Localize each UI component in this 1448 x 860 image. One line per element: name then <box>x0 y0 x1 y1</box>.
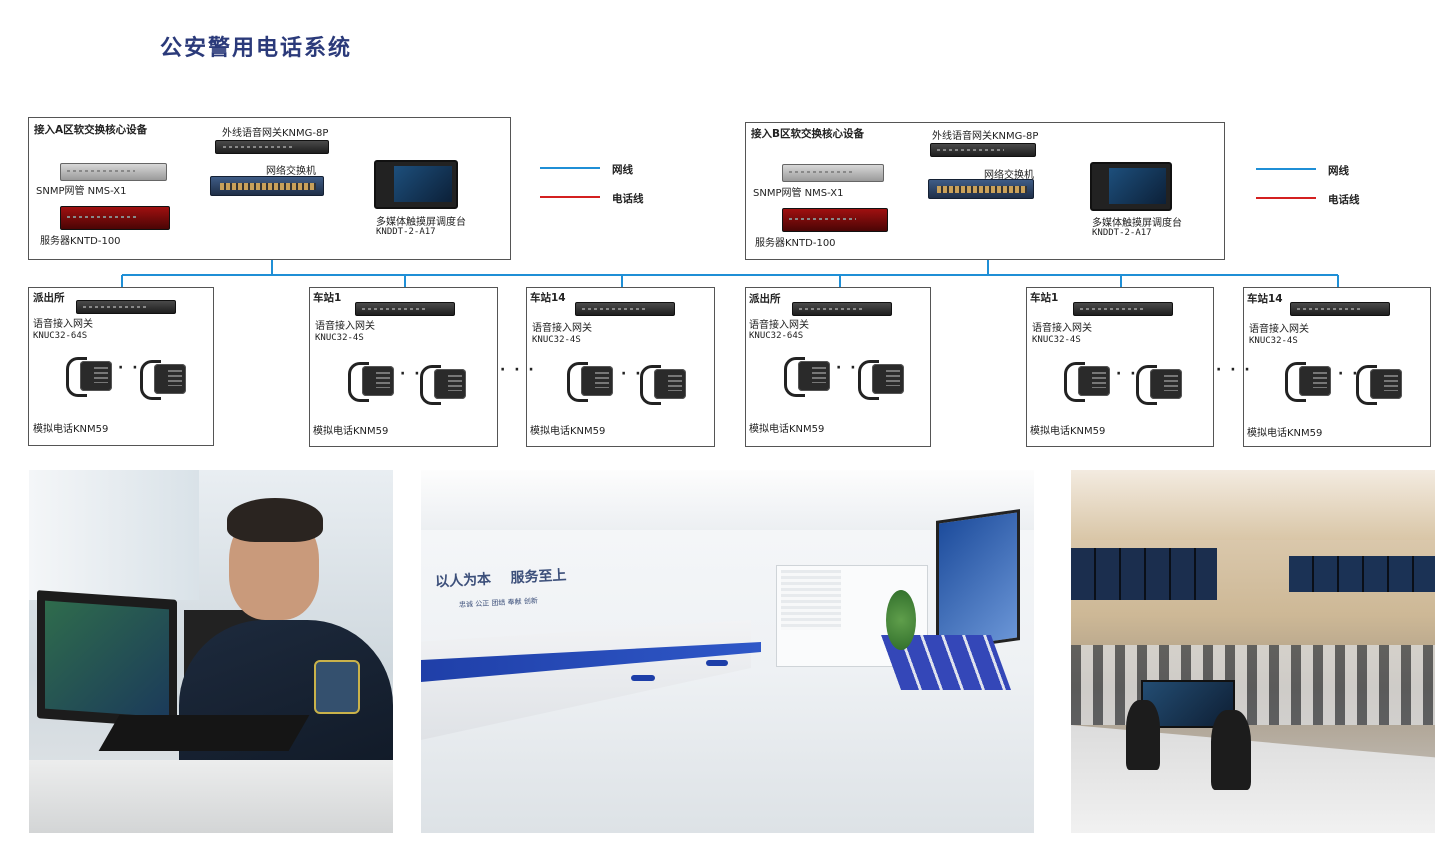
site-phone-label: 模拟电话KNM59 <box>313 426 389 437</box>
site-gateway-label: 语音接入网关 <box>749 320 809 331</box>
site-gateway-model: KNUC32-4S <box>532 335 581 345</box>
analog-phone-icon <box>1136 363 1182 405</box>
core-b-console-device <box>1090 162 1172 211</box>
core-b-gateway-label: 外线语音网关KNMG-8P <box>932 131 1039 142</box>
site-name: 派出所 <box>33 292 65 304</box>
site-gateway-label: 语音接入网关 <box>1032 323 1092 334</box>
officer-at-workstation-photo <box>29 470 393 833</box>
analog-phone-icon <box>567 360 613 402</box>
core-a-switch-label: 网络交换机 <box>266 166 316 177</box>
legend-b-phone-label: 电话线 <box>1328 194 1360 206</box>
site-gateway-model: KNUC32-64S <box>33 331 88 341</box>
site-phone-label: 模拟电话KNM59 <box>530 426 606 437</box>
site-gateway-label: 语音接入网关 <box>315 321 375 332</box>
analog-phone-icon <box>140 358 186 400</box>
analog-phone-icon <box>1356 363 1402 405</box>
site-name: 车站14 <box>530 292 566 304</box>
legend-b-network-label: 网线 <box>1328 165 1349 177</box>
hall-slogan-main: 以人为本 服务至上 <box>434 567 567 591</box>
site-gateway-device <box>76 300 176 314</box>
core-b-console-name: 多媒体触摸屏调度台 <box>1092 218 1182 229</box>
site-name: 车站1 <box>313 292 342 304</box>
analog-phone-icon <box>784 355 830 397</box>
site-gateway-device <box>1290 302 1390 316</box>
core-a-console-device <box>374 160 458 209</box>
core-b-heading: 接入B区软交换核心设备 <box>751 128 865 140</box>
phone-dots: · · <box>836 360 858 376</box>
more-sites-ellipsis: · · · <box>500 362 536 378</box>
site-phone-label: 模拟电话KNM59 <box>1247 428 1323 439</box>
core-b-server-label: 服务器KNTD-100 <box>755 238 836 249</box>
site-gateway-model: KNUC32-4S <box>315 333 364 343</box>
core-a-nms-device <box>60 163 167 181</box>
legend-network-label: 网线 <box>612 164 633 176</box>
site-gateway-device <box>1073 302 1173 316</box>
site-phone-label: 模拟电话KNM59 <box>33 424 109 435</box>
analog-phone-icon <box>858 358 904 400</box>
phone-dots: · · <box>400 366 422 382</box>
site-gateway-label: 语音接入网关 <box>33 319 93 330</box>
core-a-nms-label: SNMP网管 NMS-X1 <box>36 186 127 197</box>
phone-dots: · · <box>1338 366 1360 382</box>
core-a-switch-device <box>210 176 324 196</box>
site-gateway-label: 语音接入网关 <box>1249 324 1309 335</box>
core-b-switch-label: 网络交换机 <box>984 170 1034 181</box>
site-name: 派出所 <box>749 293 781 305</box>
site-gateway-device <box>792 302 892 316</box>
core-b-console-model: KNDDT-2-A17 <box>1092 228 1152 238</box>
service-hall-photo: 以人为本 服务至上 忠诚 公正 团结 奉献 创新 <box>421 470 1034 833</box>
site-phone-label: 模拟电话KNM59 <box>749 424 825 435</box>
core-a-console-name: 多媒体触摸屏调度台 <box>376 217 466 228</box>
legend-phone-label: 电话线 <box>612 193 644 205</box>
site-name: 车站1 <box>1030 292 1059 304</box>
site-gateway-model: KNUC32-4S <box>1032 335 1081 345</box>
core-a-gateway-label: 外线语音网关KNMG-8P <box>222 128 329 139</box>
analog-phone-icon <box>640 363 686 405</box>
core-a-server-label: 服务器KNTD-100 <box>40 236 121 247</box>
phone-dots: · · <box>118 360 140 376</box>
site-phone-label: 模拟电话KNM59 <box>1030 426 1106 437</box>
site-name: 车站14 <box>1247 293 1283 305</box>
page-title: 公安警用电话系统 <box>160 36 353 61</box>
command-center-photo <box>1071 470 1435 833</box>
site-gateway-model: KNUC32-64S <box>749 331 804 341</box>
phone-dots: · · <box>1116 366 1138 382</box>
analog-phone-icon <box>66 355 112 397</box>
analog-phone-icon <box>1285 360 1331 402</box>
core-b-nms-device <box>782 164 884 182</box>
site-gateway-label: 语音接入网关 <box>532 323 592 334</box>
analog-phone-icon <box>420 363 466 405</box>
phone-dots: · · <box>621 366 643 382</box>
core-b-gateway-device <box>930 143 1036 157</box>
site-gateway-device <box>355 302 455 316</box>
site-gateway-device <box>575 302 675 316</box>
core-a-server-device <box>60 206 170 230</box>
core-a-gateway-device <box>215 140 329 154</box>
hall-slogan-sub: 忠诚 公正 团结 奉献 创新 <box>458 596 539 610</box>
site-gateway-model: KNUC32-4S <box>1249 336 1298 346</box>
analog-phone-icon <box>348 360 394 402</box>
core-b-server-device <box>782 208 888 232</box>
core-a-heading: 接入A区软交换核心设备 <box>34 124 148 136</box>
core-b-nms-label: SNMP网管 NMS-X1 <box>753 188 844 199</box>
analog-phone-icon <box>1064 360 1110 402</box>
more-sites-ellipsis: · · · <box>1216 362 1252 378</box>
core-a-console-model: KNDDT-2-A17 <box>376 227 436 237</box>
core-b-switch-device <box>928 179 1034 199</box>
